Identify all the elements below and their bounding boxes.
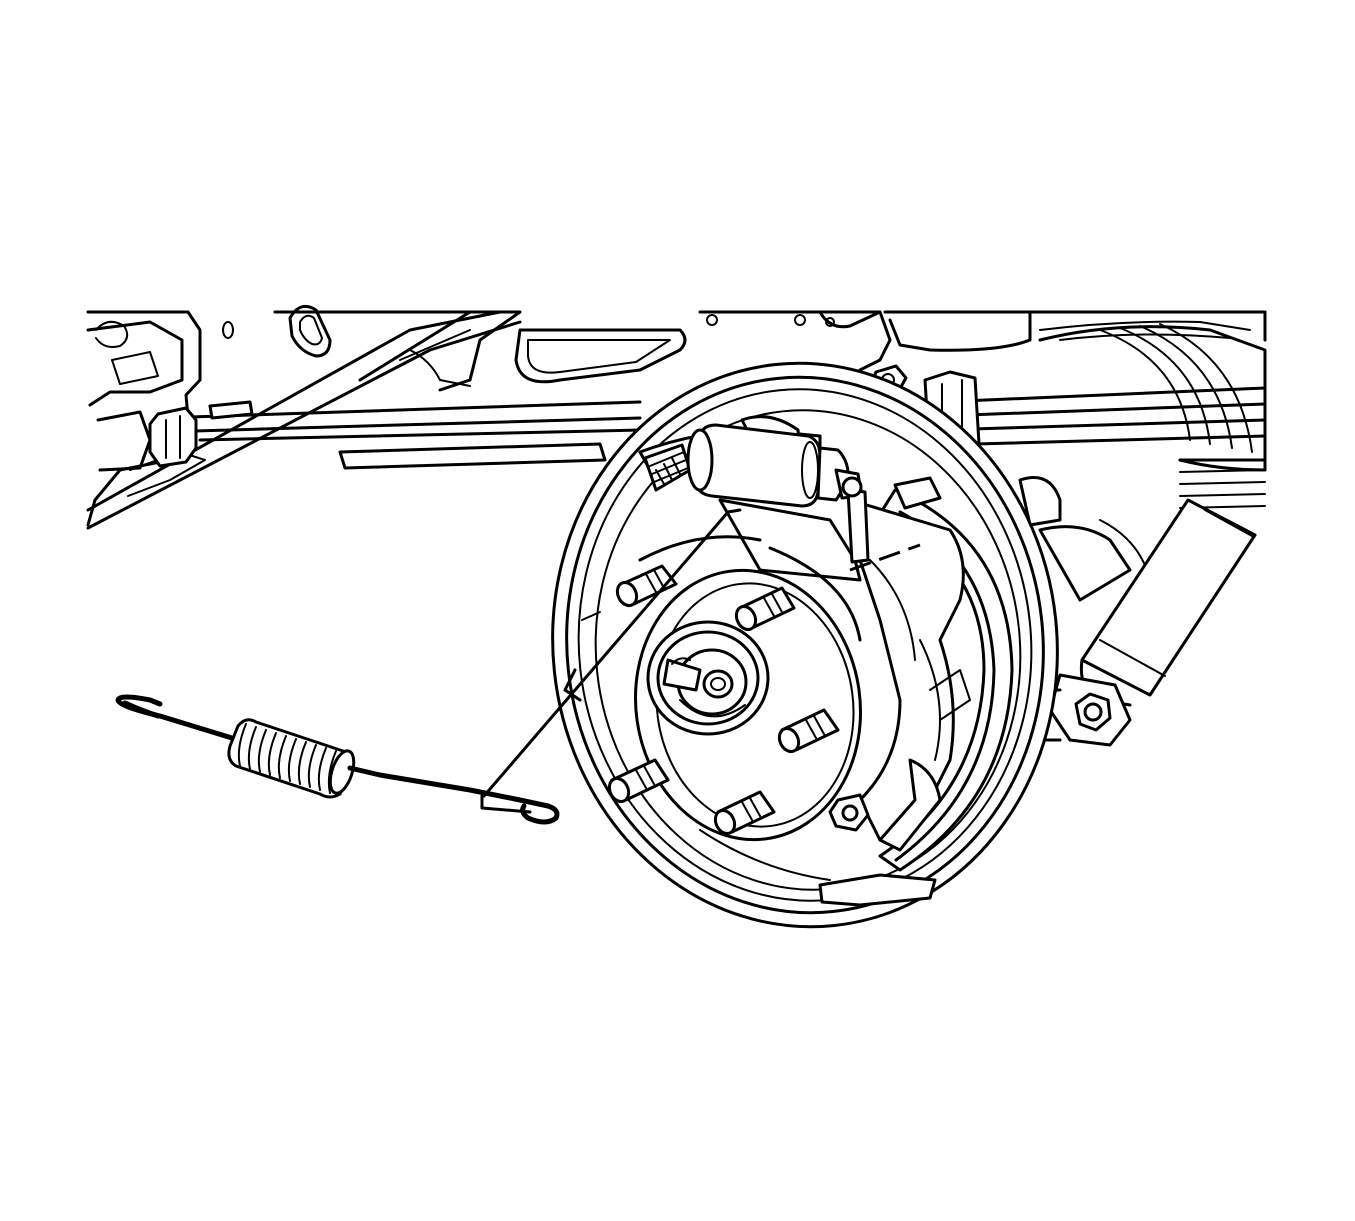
- wheel-stud: [615, 564, 678, 608]
- wheel-stud: [713, 790, 776, 836]
- wheel-studs: [607, 564, 840, 836]
- wheel-stud: [607, 758, 670, 804]
- spring-coil: [227, 718, 356, 799]
- wheel-stud: [777, 708, 840, 754]
- shock-absorber: [1028, 498, 1257, 747]
- callout-leader: [480, 508, 742, 814]
- brake-shoes: [638, 428, 1014, 872]
- wheel-stud: [734, 586, 796, 632]
- wheel-hub: [634, 535, 862, 842]
- return-spring: [115, 694, 560, 825]
- wheel-cylinder: [686, 415, 870, 564]
